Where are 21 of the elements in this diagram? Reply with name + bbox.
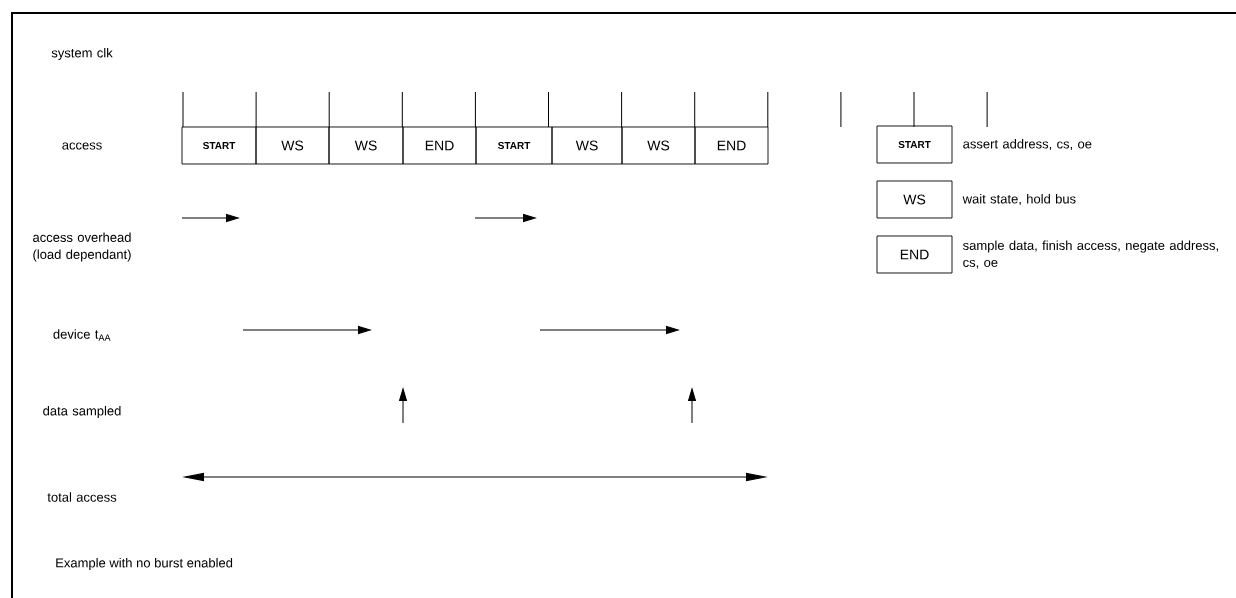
access-cell: START [181, 126, 257, 165]
row-label: access overhead (load dependant) [33, 232, 131, 262]
legend-box: START [876, 125, 953, 164]
row-label: total access [47, 492, 117, 502]
access-cell: WS [328, 126, 404, 165]
access-cell: START [475, 126, 553, 165]
access-cell: WS [255, 126, 330, 165]
access-cell: END [402, 126, 477, 165]
legend-box: END [876, 235, 953, 274]
legend-text: wait state, hold bus [962, 193, 1076, 206]
row-label: data sampled [43, 405, 121, 419]
legend-text: assert address, cs, oe [963, 138, 1092, 151]
row-label: device t$_{AA}$ [53, 329, 111, 341]
access-cell: END [694, 126, 769, 165]
access-cell: WS [621, 126, 696, 165]
caption: Example with no burst enabled [56, 557, 233, 571]
row-label: system clk [51, 47, 113, 61]
row-label: access [62, 142, 102, 150]
legend-box: WS [876, 180, 953, 219]
legend-text: sample data, finish access, negate address, cs, oe [963, 240, 1218, 269]
access-cell: WS [551, 126, 623, 165]
